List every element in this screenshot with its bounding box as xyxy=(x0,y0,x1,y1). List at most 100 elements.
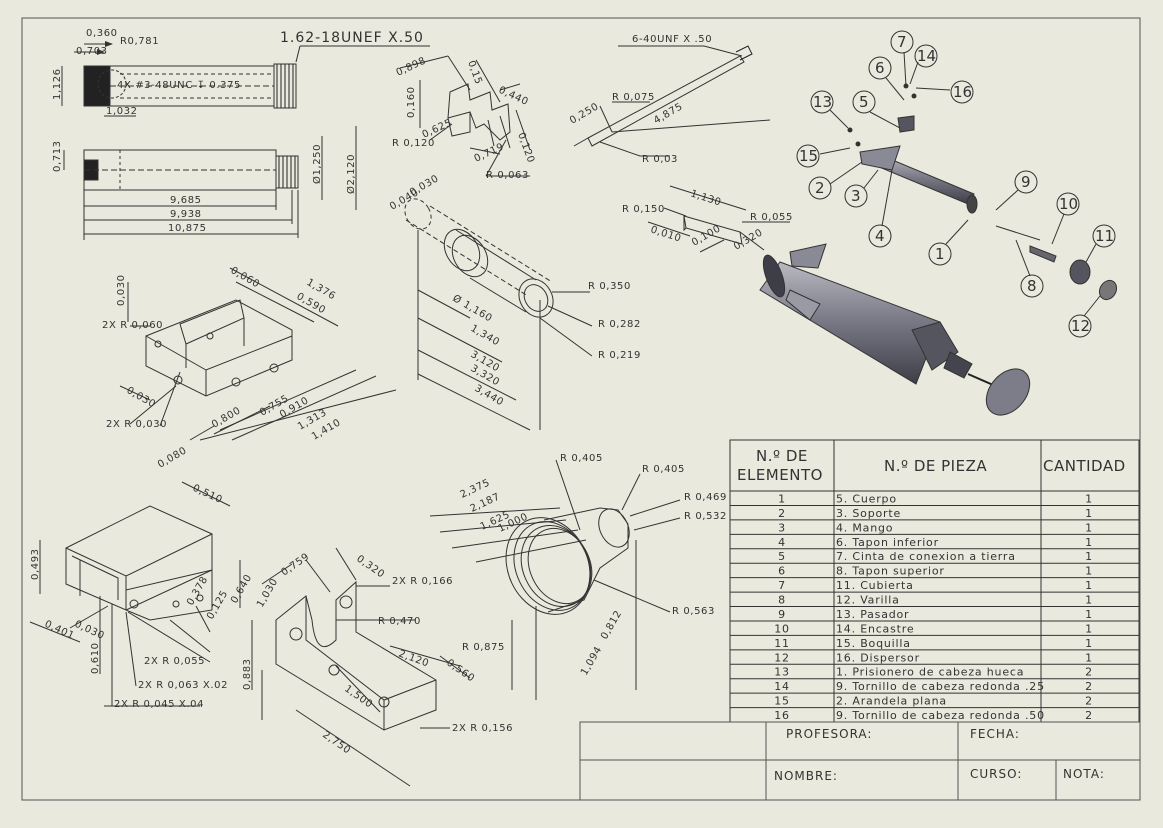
dim-text: 0,125 xyxy=(205,589,230,622)
bom-cell-qty: 2 xyxy=(1085,709,1093,722)
bom-cell-part: 2. Arandela plana xyxy=(836,695,947,708)
dim-text: Ø 1,160 xyxy=(451,292,495,324)
balloon-number: 7 xyxy=(897,33,907,51)
dim-text: 0,440 xyxy=(497,85,530,108)
bom-cell-qty: 1 xyxy=(1085,550,1093,563)
dim-text: 0,040 xyxy=(388,187,421,212)
bom-cell-qty: 1 xyxy=(1085,521,1093,534)
balloon-number: 6 xyxy=(875,59,885,77)
dim-text: R 0,219 xyxy=(598,350,641,361)
dim-text: 0,898 xyxy=(395,55,428,78)
bom-cell-item: 12 xyxy=(774,651,790,664)
dim-text: 0,030 xyxy=(73,619,106,642)
bom-header-part: N.º DE PIEZA xyxy=(884,457,987,475)
dim-text: 0,703 xyxy=(76,46,108,57)
bom-cell-part: 3. Soporte xyxy=(836,507,901,520)
view-top-cap-iso xyxy=(29,481,241,707)
bom-cell-part: 5. Cuerpo xyxy=(836,492,897,505)
dim-text: R0,781 xyxy=(120,36,159,47)
bom-cell-item: 9 xyxy=(778,608,786,621)
dim-text: Ø2,120 xyxy=(345,154,357,194)
dim-text: 0,030 xyxy=(116,274,127,306)
callout-hole: 4X #3-48UNC ↧ 0.375 xyxy=(117,80,241,91)
balloon-number: 12 xyxy=(1071,317,1090,335)
balloon-number: 4 xyxy=(875,227,885,245)
dim-text: R 0,469 xyxy=(684,492,727,503)
dim-text: 3,440 xyxy=(473,383,506,408)
dim-text: 2X R 0,060 xyxy=(102,320,163,331)
dim-text: 9,938 xyxy=(170,209,202,220)
view-body-top xyxy=(61,41,430,117)
dim-text: 0,759 xyxy=(279,551,311,578)
view-nozzle-iso xyxy=(429,459,681,700)
bom-cell-part: 16. Dispersor xyxy=(836,651,920,664)
bom-cell-part: 11. Cubierta xyxy=(836,579,914,592)
view-handle-iso xyxy=(119,267,397,441)
dim-text: R 0,063 xyxy=(486,170,529,181)
dim-text: R 0,470 xyxy=(378,616,421,627)
curso-label: CURSO: xyxy=(970,767,1022,781)
bom-cell-part: 7. Cinta de conexion a tierra xyxy=(836,550,1016,563)
dim-text: 10,875 xyxy=(168,223,207,234)
dim-text: 2,750 xyxy=(320,729,352,756)
bom-cell-qty: 1 xyxy=(1085,492,1093,505)
view-bracket-small xyxy=(399,55,531,177)
dim-text: 1,094 xyxy=(579,645,604,678)
nota-label: NOTA: xyxy=(1063,767,1105,781)
dim-text: 1,030 xyxy=(255,577,280,610)
bom-cell-qty: 1 xyxy=(1085,536,1093,549)
balloon-number: 15 xyxy=(799,147,818,165)
bom-cell-qty: 1 xyxy=(1085,565,1093,578)
balloon-number: 8 xyxy=(1027,277,1037,295)
bom-cell-item: 1 xyxy=(778,492,786,505)
balloon-number: 5 xyxy=(859,93,869,111)
bom-cell-item: 4 xyxy=(778,536,786,549)
view-support-iso xyxy=(251,547,471,787)
bom-cell-item: 16 xyxy=(774,709,790,722)
bom-cell-part: 12. Varilla xyxy=(836,594,900,607)
dim-text: 2X R 0,063 X.02 xyxy=(138,680,228,691)
profesora-label: PROFESORA: xyxy=(786,727,872,741)
bom-cell-item: 11 xyxy=(774,637,790,650)
dim-text: 0,120 xyxy=(515,131,536,164)
view-strap xyxy=(647,185,790,253)
dim-text: R 0,350 xyxy=(588,281,631,292)
dim-text: R 0,075 xyxy=(612,92,655,103)
dim-text: 9,685 xyxy=(170,195,202,206)
bom-cell-part: 8. Tapon superior xyxy=(836,565,945,578)
dim-text: 0,401 xyxy=(43,619,76,642)
bom-cell-part: 9. Tornillo de cabeza redonda .50 xyxy=(836,709,1045,722)
view-body-side xyxy=(63,126,357,240)
bom-cell-item: 14 xyxy=(774,680,790,693)
dim-text: R 0,405 xyxy=(560,453,603,464)
bom-cell-item: 13 xyxy=(774,666,790,679)
dim-text: R 0,055 xyxy=(750,212,793,223)
dim-text: R 0,563 xyxy=(672,606,715,617)
bom-cell-qty: 2 xyxy=(1085,695,1093,708)
bom-cell-item: 8 xyxy=(778,594,786,607)
balloon-number: 3 xyxy=(851,187,861,205)
bom-header-qty: CANTIDAD xyxy=(1043,457,1126,475)
dim-text: 0,378 xyxy=(185,575,210,608)
bom-cell-part: 4. Mango xyxy=(836,521,893,534)
dim-text: 0,080 xyxy=(156,445,189,470)
bom-cell-qty: 1 xyxy=(1085,608,1093,621)
balloon-number: 11 xyxy=(1095,227,1114,245)
bom-cell-qty: 1 xyxy=(1085,507,1093,520)
balloon-number: 13 xyxy=(813,93,832,111)
dim-text: 0,719 xyxy=(473,141,506,164)
bom-cell-item: 7 xyxy=(778,579,786,592)
balloon-number: 10 xyxy=(1059,195,1078,213)
dim-text: 1,126 xyxy=(52,68,63,100)
dim-text: 4,875 xyxy=(652,101,685,126)
dim-text: 0,030 xyxy=(125,385,158,410)
dim-text: 0,640 xyxy=(229,573,254,606)
dim-text: 0,160 xyxy=(406,86,417,118)
dim-text: 0,713 xyxy=(52,140,63,172)
dim-text: R 0,150 xyxy=(622,204,665,215)
bom-cell-qty: 1 xyxy=(1085,622,1093,635)
dim-text: R 0,532 xyxy=(684,511,727,522)
dim-text: 0,610 xyxy=(90,642,101,674)
title-block xyxy=(579,721,1141,801)
